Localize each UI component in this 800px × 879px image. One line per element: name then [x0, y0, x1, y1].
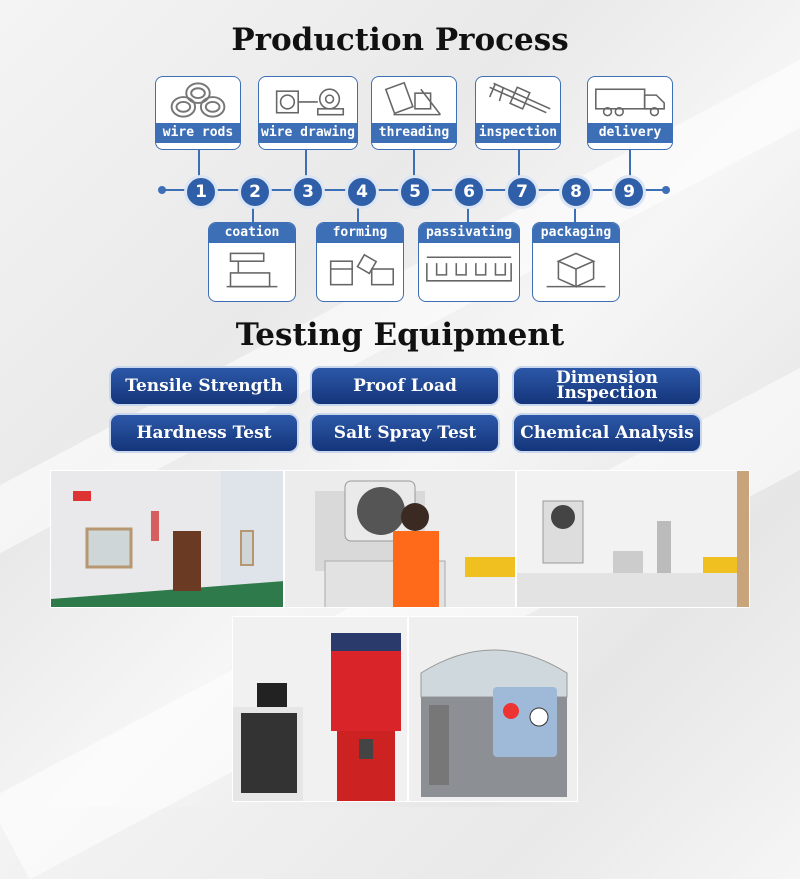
- photo-testing-center-room: [50, 470, 284, 608]
- step-card-packaging: packaging: [532, 222, 620, 302]
- connector: [518, 150, 520, 178]
- timeline-start-dot: [158, 186, 166, 194]
- step-label: threading: [372, 123, 456, 143]
- test-pill-chemical-analysis: Chemical Analysis: [512, 413, 702, 453]
- production-process-title: Production Process: [231, 22, 569, 58]
- package-box-icon: [546, 252, 606, 288]
- step-card-forming: forming: [316, 222, 404, 302]
- test-pill-proof-load: Proof Load: [310, 366, 500, 406]
- photo-universal-testing-machine: [232, 616, 408, 802]
- step-number-8: 8: [559, 175, 593, 209]
- step-card-delivery: delivery: [587, 76, 673, 150]
- test-pill-salt-spray-test: Salt Spray Test: [310, 413, 500, 453]
- step-number-3: 3: [291, 175, 325, 209]
- timeline-end-dot: [662, 186, 670, 194]
- step-card-threading: threading: [371, 76, 457, 150]
- connector: [198, 150, 200, 178]
- connector: [467, 203, 469, 223]
- wire-drawing-machine-icon: [275, 88, 345, 116]
- test-pill-tensile-strength: Tensile Strength: [109, 366, 299, 406]
- test-pill-hardness-test: Hardness Test: [109, 413, 299, 453]
- connector: [413, 150, 415, 178]
- step-card-wire-rods: wire rods: [155, 76, 241, 150]
- step-number-9: 9: [612, 175, 646, 209]
- step-label: passivating: [419, 223, 519, 243]
- step-number-7: 7: [505, 175, 539, 209]
- step-number-6: 6: [452, 175, 486, 209]
- truck-icon: [595, 88, 665, 117]
- connector: [305, 150, 307, 178]
- connector: [252, 203, 254, 223]
- coating-machine-icon: [226, 252, 278, 288]
- wire-coil-icon: [170, 82, 226, 118]
- test-pill-dimension-inspection: Dimension Inspection: [512, 366, 702, 406]
- step-label: wire rods: [156, 123, 240, 143]
- connector: [574, 203, 576, 223]
- photo-salt-spray-chamber: [408, 616, 578, 802]
- step-label: forming: [317, 223, 403, 243]
- caliper-icon: [488, 82, 551, 114]
- forming-machine-icon: [329, 253, 395, 286]
- connector: [357, 203, 359, 223]
- step-card-coation: coation: [208, 222, 296, 302]
- step-label: inspection: [476, 123, 560, 143]
- step-number-2: 2: [238, 175, 272, 209]
- passivating-tank-icon: [426, 256, 512, 282]
- step-card-passivating: passivating: [418, 222, 520, 302]
- step-label: coation: [209, 223, 295, 243]
- step-label: packaging: [533, 223, 619, 243]
- connector: [629, 150, 631, 178]
- threading-machine-icon: [384, 81, 441, 116]
- step-card-inspection: inspection: [475, 76, 561, 150]
- photo-measurement-lab: [516, 470, 750, 608]
- step-number-5: 5: [398, 175, 432, 209]
- step-number-4: 4: [345, 175, 379, 209]
- photo-profile-projector-operator: [284, 470, 516, 608]
- step-label: delivery: [588, 123, 672, 143]
- step-label: wire drawing: [259, 123, 357, 143]
- step-number-1: 1: [184, 175, 218, 209]
- step-card-wire-drawing: wire drawing: [258, 76, 358, 150]
- testing-equipment-title: Testing Equipment: [235, 317, 565, 353]
